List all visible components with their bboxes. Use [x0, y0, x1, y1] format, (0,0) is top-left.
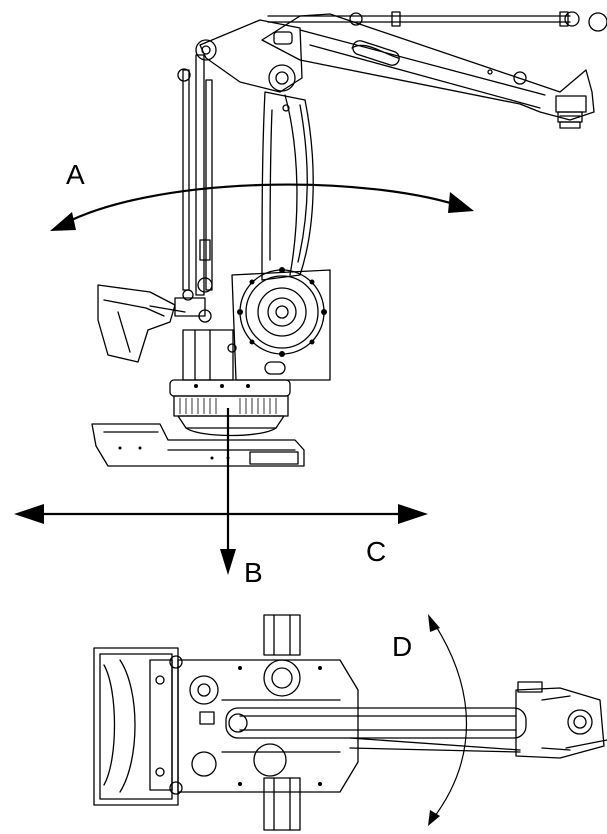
bolt-ring: [179, 398, 277, 414]
upper-arm: [261, 11, 607, 129]
parallel-link: [182, 54, 213, 301]
top-arm: [225, 707, 527, 753]
robot-side-view: [91, 11, 607, 467]
rotation-arrow-d: [428, 614, 468, 826]
top-column: [263, 614, 301, 831]
shoulder-joint: [177, 19, 303, 93]
label-b: B: [244, 557, 263, 588]
motor-hub: [231, 267, 331, 381]
counterweight: [97, 284, 212, 363]
top-base: [93, 647, 183, 806]
label-d: D: [392, 631, 412, 662]
robot-top-view: [93, 614, 607, 831]
axis-arrow-c: [14, 504, 428, 524]
label-c: C: [366, 536, 386, 567]
lower-arm: [261, 91, 314, 281]
rotating-base: [169, 379, 291, 437]
top-body: [177, 659, 359, 793]
axis-arrow-b: [220, 408, 236, 575]
label-a: A: [66, 159, 85, 190]
rotation-arrow-a: [50, 183, 474, 231]
top-wrist: [515, 681, 607, 759]
column: [182, 329, 237, 381]
foot-plate: [91, 423, 305, 467]
